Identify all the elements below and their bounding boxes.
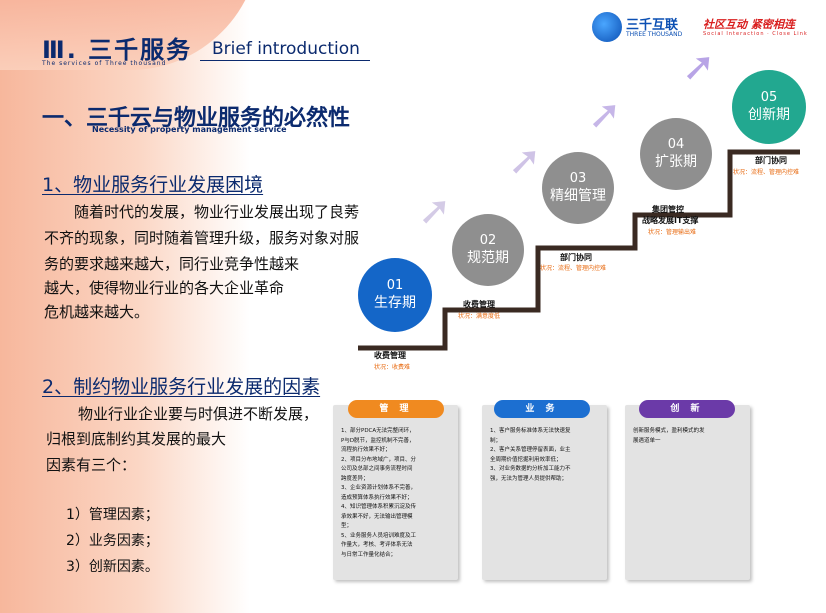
business-text-line: 强，无法为管理人员提供帮助； xyxy=(490,475,568,482)
innovation-panel-header: 创 新 xyxy=(639,400,735,418)
business-text-line: 2、客户关系管理停留表面，业主 xyxy=(490,447,571,453)
management-text-line: P与D脱节，监控机制不完善， xyxy=(341,437,415,444)
business-text-line: 制； xyxy=(490,437,502,444)
step-3-title: 部门协同 xyxy=(560,253,592,262)
management-text-line: 1、部分PDCA无法完整闭环， xyxy=(341,428,415,434)
title-underline xyxy=(200,60,370,61)
step-5-title: 部门协同 xyxy=(755,156,787,165)
step-2-note: 状况：满意度低 xyxy=(458,313,501,320)
stage-4-name: 扩张期 xyxy=(655,154,697,170)
business-panel-header: 业 务 xyxy=(494,400,590,418)
management-text-line: 公司及总部之间事务流程时间 xyxy=(341,466,413,472)
stage-5-circle: 05 创新期 xyxy=(732,70,806,144)
innovation-text-line: 展遇道单一 xyxy=(633,437,661,444)
business-panel-text: 1、客户服务标准体系无法快速复 制； 2、客户关系管理停留表面，业主 全周期价值… xyxy=(490,427,602,484)
dilemma-line-3: 务的要求越来越大，同行业竞争性越来 xyxy=(44,255,300,273)
dilemma-line-4: 越大，使得物业行业的各大企业革命 xyxy=(44,279,285,297)
progress-arrow-icon: ➚ xyxy=(508,138,542,184)
company-logo: 三千互联 THREE THOUSAND xyxy=(592,12,688,42)
page-subtitle: The services of Three thousand xyxy=(42,60,167,67)
step-1-title: 收费管理 xyxy=(374,351,406,360)
management-text-line: 4、知识管理体系积累沉淀及传 xyxy=(341,504,417,510)
dilemma-line-5: 危机越来越大。 xyxy=(44,303,150,321)
stage-1-name: 生存期 xyxy=(374,295,416,311)
stage-1-number: 01 xyxy=(386,278,404,293)
step-4-title: 集团管控 xyxy=(652,205,684,214)
stage-2-circle: 02 规范期 xyxy=(452,214,524,286)
management-text-line: 流程执行效果不好； xyxy=(341,447,391,453)
management-text-line: 承效果不好，无法输出管理模 xyxy=(341,513,413,520)
innovation-text-line: 创新服务模式，盈利模式的发 xyxy=(633,428,705,434)
management-text-line: 跨度差异； xyxy=(341,475,369,482)
logo-name: 三千互联 xyxy=(626,18,679,33)
step-4-title-2: 战略发展IT支撑 xyxy=(642,216,699,225)
progress-arrow-icon: ➚ xyxy=(418,188,452,234)
factor-item-management: 1）管理因素； xyxy=(66,507,159,523)
factors-line-1: 物业行业企业要与时俱进不断发展， xyxy=(78,405,319,423)
step-3-note: 状况：流程、管理内控难 xyxy=(540,265,607,272)
management-panel-header: 管 理 xyxy=(348,400,444,418)
management-text-line: 作量大，考核、考评体系无法 xyxy=(341,542,413,548)
logo-name-english: THREE THOUSAND xyxy=(626,31,683,38)
progress-arrow-icon: ➚ xyxy=(588,92,622,138)
management-text-line: 5、业务服务人员培训难度及工 xyxy=(341,532,417,539)
page-title-english: Brief introduction xyxy=(212,39,360,59)
development-staircase: 01 生存期 02 规范期 03 精细管理 04 扩张期 xyxy=(330,118,826,370)
factors-line-2: 归根到底制约其发展的最大 xyxy=(46,430,227,448)
management-panel-text: 1、部分PDCA无法完整闭环， P与D脱节，监控机制不完善， 流程执行效果不好；… xyxy=(341,427,453,560)
slogan-subtext: Social Interaction · Close Link xyxy=(703,31,808,37)
factor-item-innovation: 3）创新因素。 xyxy=(66,559,159,575)
management-text-line: 2、项目分布地域广，项目、分 xyxy=(341,456,417,463)
stage-2-name: 规范期 xyxy=(467,250,509,266)
innovation-panel: 创新服务模式，盈利模式的发 展遇道单一 xyxy=(625,405,750,580)
management-text-line: 3、企业资源计划体系不完善， xyxy=(341,485,417,491)
management-text-line: 型； xyxy=(341,523,353,529)
section-title: 一、三千云与物业服务的必然性 xyxy=(42,106,351,131)
left-gradient-background xyxy=(0,0,250,613)
staircase-line xyxy=(358,149,800,351)
business-text-line: 1、客户服务标准体系无法快速复 xyxy=(490,428,571,434)
management-text-line: 与日常工作量化结合； xyxy=(341,551,397,558)
factors-line-3: 因素有三个： xyxy=(46,456,137,474)
dilemma-line-2: 不齐的现象，同时随着管理升级，服务对象对服 xyxy=(44,229,360,247)
step-2-title: 收费管理 xyxy=(463,300,495,309)
stage-1-circle: 01 生存期 xyxy=(358,258,432,332)
dilemma-heading: 1、物业服务行业发展困境 xyxy=(42,174,264,196)
logo-globe-icon xyxy=(592,12,622,42)
stage-2-number: 02 xyxy=(479,233,497,248)
step-1-note: 状况：收费难 xyxy=(374,364,411,371)
factor-item-business: 2）业务因素； xyxy=(66,533,159,549)
stage-3-circle: 03 精细管理 xyxy=(542,152,614,224)
stage-4-number: 04 xyxy=(667,137,685,152)
factors-heading: 2、制约物业服务行业发展的因素 xyxy=(42,376,321,398)
step-5-note: 状况：流程、管理内控难 xyxy=(733,169,800,176)
slogan: 社区互动 紧密相连 xyxy=(703,18,795,31)
stage-3-name: 精细管理 xyxy=(550,188,606,204)
business-text-line: 全周期价值挖掘利用效率低； xyxy=(490,456,562,463)
business-text-line: 3、对业务数据的分析加工能力不 xyxy=(490,466,571,472)
progress-arrow-icon: ➚ xyxy=(682,44,716,90)
step-4-note: 状况：管理输出难 xyxy=(648,229,697,236)
stage-3-number: 03 xyxy=(569,171,587,186)
page-title: Ⅲ. 三千服务 xyxy=(42,36,193,64)
management-panel: 1、部分PDCA无法完整闭环， P与D脱节，监控机制不完善， 流程执行效果不好；… xyxy=(333,405,458,580)
innovation-panel-text: 创新服务模式，盈利模式的发 展遇道单一 xyxy=(633,427,745,446)
stage-4-circle: 04 扩张期 xyxy=(640,118,712,190)
staircase-svg xyxy=(358,149,800,351)
dilemma-line-1: 随着时代的发展，物业行业发展出现了良莠 xyxy=(74,203,360,221)
business-panel: 1、客户服务标准体系无法快速复 制； 2、客户关系管理停留表面，业主 全周期价值… xyxy=(482,405,607,580)
stage-5-name: 创新期 xyxy=(748,107,790,123)
stage-5-number: 05 xyxy=(760,90,778,105)
management-text-line: 造成预算体系执行效果不好； xyxy=(341,494,413,501)
section-subtitle: Necessity of property management service xyxy=(92,125,287,134)
